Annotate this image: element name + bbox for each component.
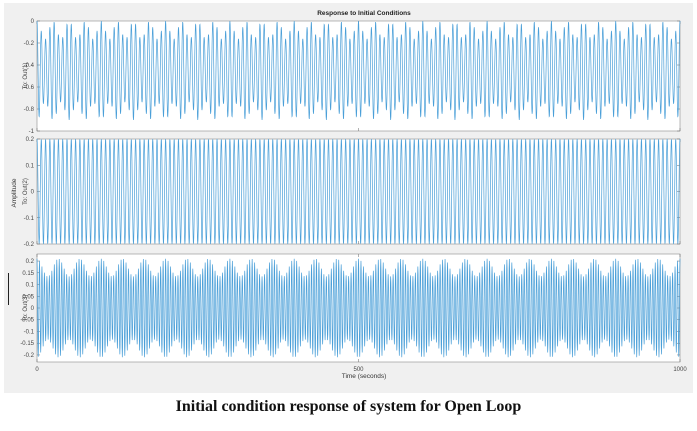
chart-canvas: Response to Initial Conditions 0 -0.2 -0.4… — [11, 10, 687, 380]
y-tick-label: 0.1 — [26, 283, 35, 289]
series-line — [36, 258, 681, 358]
y-tick-label: -0.05 — [20, 318, 34, 324]
y-tick-label: -0.15 — [20, 341, 34, 347]
y-tick-label: 0.15 — [22, 271, 34, 277]
series-line — [36, 138, 681, 245]
x-tick-label: 1000 — [673, 367, 687, 373]
chart-title: Response to Initial Conditions — [317, 10, 411, 17]
y-tick-label: -0.8 — [24, 107, 35, 113]
subplot-2: 0.2 0.1 0 -0.1 -0.2 To: Out(2) — [23, 137, 681, 248]
subplot-3: 0.2 0.15 0.1 0.05 0 -0.05 -0.1 -0.15 -0.2 To: Out… — [20, 253, 681, 363]
x-axis-title: Time (seconds) — [342, 373, 387, 380]
series-line — [36, 20, 681, 121]
x-tick-label: 0 — [35, 367, 39, 373]
panel-marker-line — [8, 273, 9, 305]
x-tick-label: 500 — [353, 367, 364, 373]
y-tick-label: 0 — [31, 19, 35, 25]
y-tick-label: 0.1 — [26, 163, 35, 169]
y-tick-label: -0.2 — [24, 242, 35, 248]
y-tick-label: 0.2 — [26, 259, 35, 265]
y-tick-label: -0.4 — [24, 63, 35, 69]
subplot-label: To: Out(2) — [23, 178, 29, 205]
y-tick-label: -1 — [29, 129, 35, 135]
subplot-1: 0 -0.2 -0.4 -0.6 -0.8 -1 To: Out(1) — [23, 19, 681, 135]
subplot-label: To: Out(1) — [23, 63, 29, 90]
y-tick-label: 0 — [31, 306, 35, 312]
x-axis: 0 500 1000 — [35, 367, 687, 373]
y-tick-label: -0.1 — [24, 329, 35, 335]
figure-frame: Response to Initial Conditions 0 -0.2 -0.4… — [4, 3, 693, 393]
y-tick-label: 0 — [31, 190, 35, 196]
plot-area — [36, 138, 681, 245]
y-tick-label: -0.1 — [24, 216, 35, 222]
y-tick-label: -0.2 — [24, 41, 35, 47]
y-tick-label: 0.05 — [22, 294, 34, 300]
y-tick-label: -0.6 — [24, 85, 35, 91]
figure-caption: Initial condition response of system for… — [175, 398, 522, 415]
y-tick-label: 0.2 — [26, 137, 35, 143]
y-tick-label: -0.2 — [24, 353, 35, 359]
y-axis-title: Amplitude — [11, 178, 18, 207]
subplot-label: To: Out(3) — [23, 295, 29, 322]
subplot-panels: 0 -0.2 -0.4 -0.6 -0.8 -1 To: Out(1) 0.2 0.1 0 -0.1… — [20, 19, 681, 363]
